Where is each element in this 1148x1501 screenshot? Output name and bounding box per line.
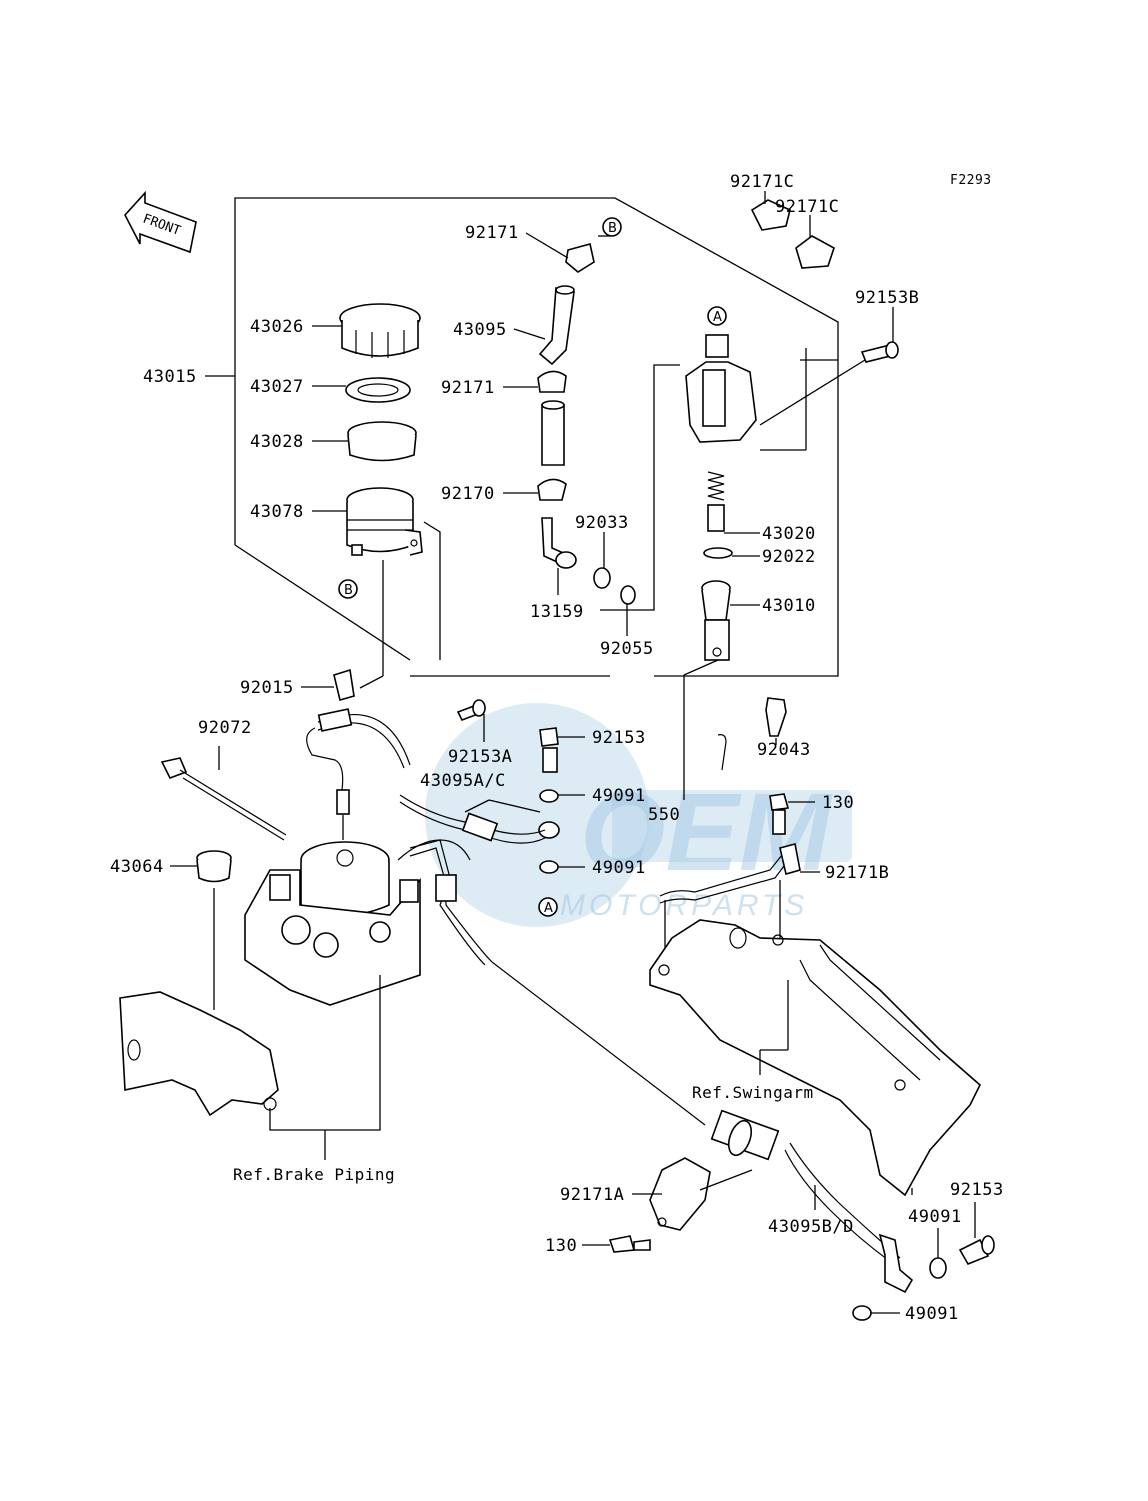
label-43020: 43020 <box>762 524 816 544</box>
label-92170: 92170 <box>441 484 495 504</box>
washer-49091-lower <box>539 860 559 874</box>
label-92015: 92015 <box>240 678 294 698</box>
label-13159: 13159 <box>530 602 584 622</box>
label-49091-b: 49091 <box>592 858 646 878</box>
bolt-92153a <box>456 699 486 722</box>
label-43095: 43095 <box>453 320 507 340</box>
label-43015: 43015 <box>143 367 197 387</box>
ref-swingarm: Ref.Swingarm <box>692 1083 814 1102</box>
banjo-bolt-92153-lower <box>958 1235 995 1266</box>
banjo-fitting <box>538 821 560 839</box>
abs-upper-pipe <box>306 708 411 815</box>
diaphragm-plate <box>345 377 411 403</box>
reservoir-hose-43095 <box>538 285 575 366</box>
label-92153-lower: 92153 <box>950 1180 1004 1200</box>
label-43064: 43064 <box>110 857 164 877</box>
label-92033: 92033 <box>575 513 629 533</box>
spring-43020 <box>707 471 725 532</box>
label-43078: 43078 <box>250 502 304 522</box>
marker-a-top-label: A <box>713 310 722 325</box>
marker-a-lower-label: A <box>544 901 553 916</box>
assembly-bracket <box>205 197 839 677</box>
label-49091-d: 49091 <box>905 1304 959 1324</box>
bracket-92171b <box>659 843 801 904</box>
marker-a-lower: A <box>538 897 558 917</box>
label-43026: 43026 <box>250 317 304 337</box>
brake-pipe-43095ac <box>397 794 546 861</box>
label-92171c-b: 92171C <box>775 197 839 217</box>
hose-clamp-92170 <box>537 478 567 501</box>
bolt-92153b <box>860 341 899 363</box>
label-43028: 43028 <box>250 432 304 452</box>
clip-92171c-b <box>795 235 835 269</box>
label-49091-a: 49091 <box>592 786 646 806</box>
clamp-92015 <box>333 668 355 701</box>
bolt-130-lower <box>608 1235 651 1253</box>
frame-left <box>119 991 279 1117</box>
label-92043: 92043 <box>757 740 811 760</box>
clamp-92171a <box>649 1157 711 1231</box>
label-92153a: 92153A <box>448 747 512 767</box>
diaphragm <box>347 421 417 462</box>
abs-unit <box>244 841 421 1006</box>
oring-92055 <box>620 585 636 605</box>
label-43027: 43027 <box>250 377 304 397</box>
label-92072: 92072 <box>198 718 252 738</box>
snap-ring-92022 <box>703 547 733 559</box>
watermark-sub: MOTORPARTS <box>560 889 808 922</box>
label-92153: 92153 <box>592 728 646 748</box>
swingarm <box>649 919 981 1197</box>
marker-b-label: B <box>344 583 353 598</box>
label-92022: 92022 <box>762 547 816 567</box>
watermark-brand: OEM <box>580 771 833 894</box>
label-92171a: 92171A <box>560 1185 624 1205</box>
label-130-lower: 130 <box>545 1236 577 1256</box>
front-arrow-icon: FRONT <box>124 190 197 254</box>
pin-92043 <box>765 697 787 737</box>
label-130-upper: 130 <box>822 793 854 813</box>
label-550: 550 <box>648 805 680 825</box>
washer-49091-lower-a <box>929 1257 947 1279</box>
grommet-43064 <box>196 850 232 883</box>
connector-13159 <box>541 517 577 569</box>
part-labels: 43026 43027 43028 43078 43015 92171 4309… <box>110 172 1004 1324</box>
reservoir <box>346 487 423 556</box>
marker-b-top-label: B <box>608 221 617 236</box>
hose-joint <box>710 1109 780 1161</box>
label-43095ac: 43095A/C <box>420 771 506 791</box>
banjo-lower <box>878 1233 914 1294</box>
diagram-code: F2293 <box>950 173 992 188</box>
ref-brake-piping: Ref.Brake Piping <box>233 1165 395 1184</box>
washer-49091-lower-b <box>852 1305 872 1321</box>
label-92171c-a: 92171C <box>730 172 794 192</box>
hose-clamp-92171-mid <box>537 370 567 393</box>
marker-b-reservoir: B <box>338 579 358 599</box>
washer-49091-upper <box>539 789 559 803</box>
label-49091-c: 49091 <box>908 1207 962 1227</box>
cotter-pin-550 <box>683 659 727 800</box>
reservoir-cap <box>339 303 421 358</box>
label-92171-top: 92171 <box>465 223 519 243</box>
cable-tie-92072 <box>160 757 287 841</box>
circlip-92033 <box>593 567 611 589</box>
label-92171-mid: 92171 <box>441 378 495 398</box>
label-92171b: 92171B <box>825 863 889 883</box>
banjo-bolt-92153 <box>539 727 559 773</box>
label-92055: 92055 <box>600 639 654 659</box>
leader-lines <box>170 191 976 1314</box>
hose-clamp-92171-top: B <box>565 217 622 273</box>
label-43095bd: 43095B/D <box>768 1217 854 1237</box>
master-cylinder-body: A <box>685 306 757 443</box>
hose-rear <box>409 839 901 1266</box>
hose-lower <box>541 400 565 466</box>
bolt-130-upper <box>769 793 790 835</box>
label-43010: 43010 <box>762 596 816 616</box>
label-92153b: 92153B <box>855 288 919 308</box>
push-rod-43010 <box>701 580 731 661</box>
